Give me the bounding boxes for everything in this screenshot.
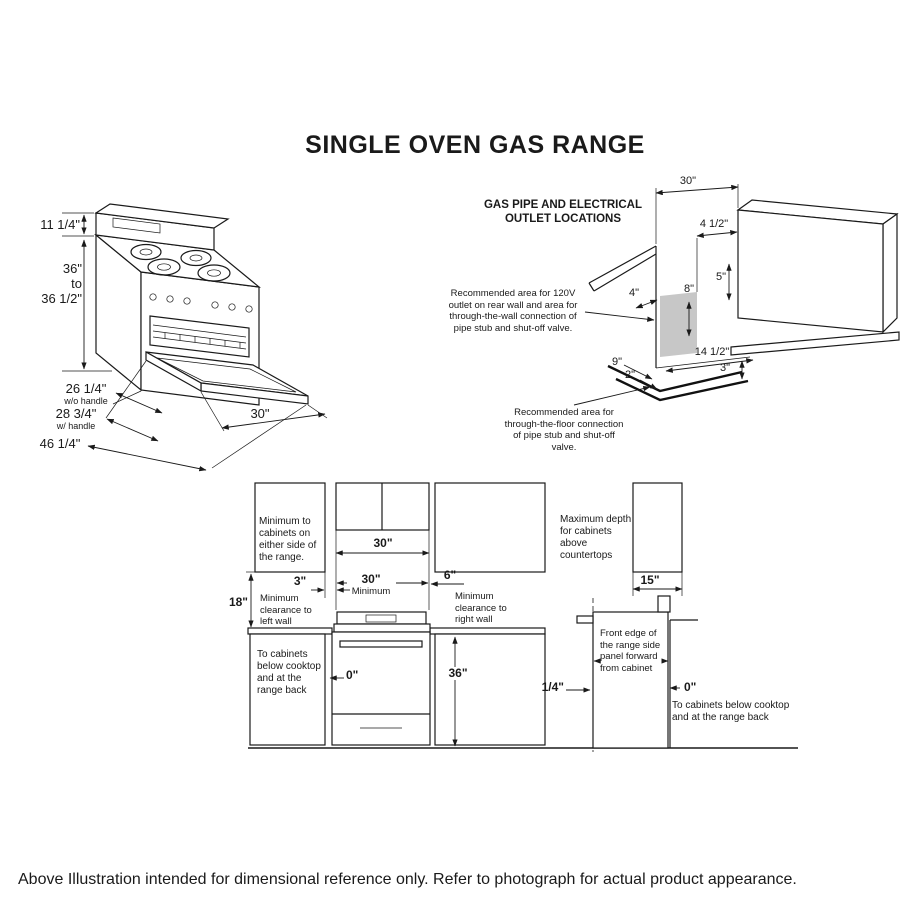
dim-range-height-to: to — [71, 276, 82, 291]
range-isometric-drawing — [94, 203, 309, 406]
front-edge-note: Front edge of the range side panel forwa… — [600, 628, 661, 674]
gp-dim-8: 8" — [683, 283, 695, 295]
dim-depth-door-open: 46 1/4" — [39, 436, 81, 451]
range-dimension-lines — [62, 212, 328, 472]
dim-depth-no-handle-note: w/o handle — [64, 396, 108, 406]
dim-depth-with-handle: 28 3/4" w/ handle — [46, 406, 106, 431]
cab-dim-30-minimum: 30" Minimum — [348, 573, 394, 598]
dim-range-height-max: 36 1/2" — [41, 291, 82, 306]
below-cooktop-note-left: To cabinets below cooktop and at the ran… — [257, 649, 321, 696]
dim-range-width: 30" — [250, 406, 270, 421]
dim-depth-with-handle-note: w/ handle — [56, 421, 96, 431]
cab-dim-30-top: 30" — [373, 536, 393, 550]
dim-depth-with-handle-value: 28 3/4" — [55, 406, 97, 421]
right-wall-note: Minimum clearance to right wall — [455, 591, 507, 625]
cab-dim-3: 3" — [293, 574, 307, 588]
dim-depth-no-handle: 26 1/4" w/o handle — [56, 381, 116, 406]
wall-outlet-note: Recommended area for 120V outlet on rear… — [448, 288, 578, 334]
cab-dim-30-min-value: 30" — [361, 572, 381, 586]
gas-pipe-heading-line1: GAS PIPE AND ELECTRICAL — [483, 199, 643, 211]
gp-dim-3: 3" — [719, 362, 731, 374]
dim-depth-no-handle-value: 26 1/4" — [65, 381, 107, 396]
cab-dim-30-min-label: Minimum — [351, 586, 391, 597]
gas-pipe-heading: GAS PIPE AND ELECTRICAL OUTLET LOCATIONS — [467, 198, 659, 226]
cab-dim-0-left: 0" — [346, 668, 359, 682]
cab-dim-0-right: 0" — [684, 680, 697, 694]
side-cabinets-note: Minimum to cabinets on either side of th… — [259, 516, 317, 563]
gp-dim-4-5: 4 1/2" — [699, 218, 729, 230]
gp-dim-30: 30" — [679, 175, 697, 187]
gp-dim-2: 2" — [624, 369, 636, 381]
gp-dim-5: 5" — [715, 271, 726, 283]
dim-range-height-min: 36" — [62, 261, 82, 276]
dim-range-height: 36" to 36 1/2" — [30, 261, 82, 306]
cab-dim-15: 15" — [640, 573, 660, 587]
page-title: SINGLE OVEN GAS RANGE — [305, 131, 645, 159]
gp-dim-14-5: 14 1/2" — [694, 346, 730, 358]
footer-disclaimer: Above Illustration intended for dimensio… — [18, 871, 797, 888]
cabinet-clearance-linework — [246, 482, 798, 752]
gp-dim-9: 9" — [611, 356, 623, 368]
below-cooktop-note-right: To cabinets below cooktop and at the ran… — [672, 700, 790, 723]
max-depth-note: Maximum depth for cabinets above counter… — [560, 514, 632, 561]
dim-backsplash-height: 11 1/4" — [40, 217, 80, 232]
gas-pipe-heading-line2: OUTLET LOCATIONS — [504, 213, 622, 225]
gp-dim-4: 4" — [628, 287, 640, 299]
cab-dim-18: 18" — [228, 595, 248, 609]
cab-dim-36: 36" — [442, 667, 474, 680]
cab-dim-quarter: 1/4" — [541, 680, 564, 694]
floor-connection-note: Recommended area for through-the-floor c… — [504, 407, 624, 453]
gas-pipe-diagram-linework — [573, 184, 900, 406]
left-wall-note: Minimum clearance to left wall — [260, 593, 312, 627]
cab-dim-6: 6" — [443, 568, 457, 582]
